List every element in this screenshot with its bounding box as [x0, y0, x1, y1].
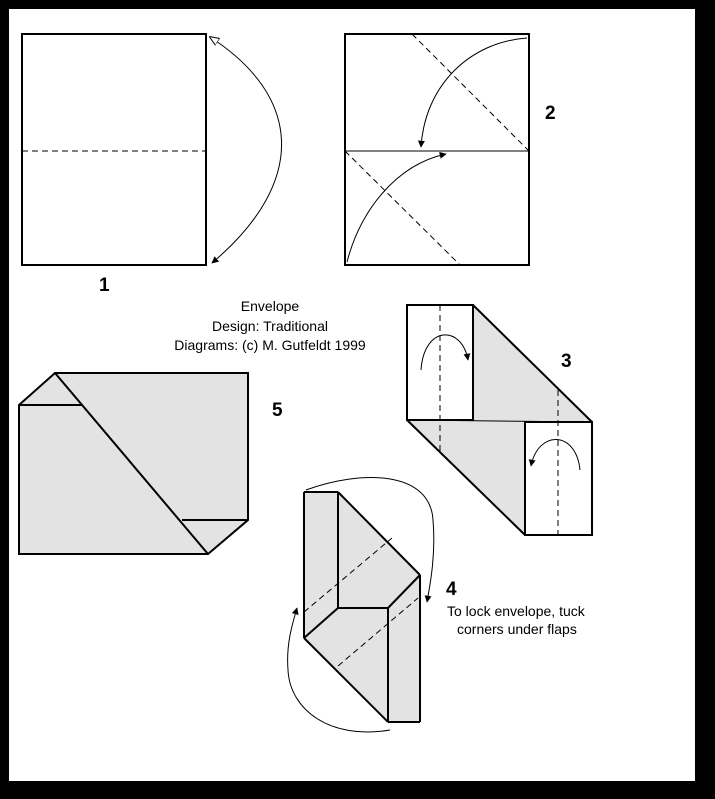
- step-2-lower-arrow: [346, 151, 447, 263]
- step-4-upper-arrow: [305, 477, 435, 603]
- step-4-note-line-1: To lock envelope, tuck: [447, 603, 586, 619]
- step-4-number: 4: [446, 579, 457, 600]
- step-3-right-arrow: [528, 439, 581, 471]
- step-4-lower-arrow: [287, 607, 391, 733]
- step-1-number: 1: [99, 275, 110, 296]
- step-3-left-arrow: [420, 334, 471, 371]
- step-1-square: [21, 33, 207, 266]
- step-3-number: 3: [561, 351, 572, 372]
- step-3-left-flap: [406, 304, 474, 421]
- step-2-number: 2: [545, 103, 556, 124]
- step-2-figure: [344, 33, 530, 266]
- step-4-upper-fold-line: [303, 537, 393, 613]
- step-5-envelope: [18, 372, 249, 555]
- step-2-rectangle: [344, 33, 530, 266]
- step-4-lower-fold-line: [337, 597, 419, 667]
- step-5-figure: [18, 372, 249, 555]
- step-2-upper-fold-line: [411, 33, 530, 152]
- step-3-figure: [406, 304, 593, 536]
- step-2-lower-fold-line: [344, 150, 461, 266]
- step-1-figure: [21, 33, 282, 266]
- step-5-number: 5: [272, 400, 283, 421]
- step-4-figure: [287, 477, 435, 733]
- credits-title: Envelope: [241, 298, 300, 314]
- credits-diagrams: Diagrams: (c) M. Gutfeldt 1999: [174, 337, 366, 353]
- step-3-right-flap: [524, 421, 593, 536]
- step-4-note-line-2: corners under flaps: [457, 621, 577, 637]
- step-2-upper-arrow: [417, 37, 528, 148]
- credits-design: Design: Traditional: [212, 318, 328, 334]
- step-1-fold-arrow: [210, 37, 282, 263]
